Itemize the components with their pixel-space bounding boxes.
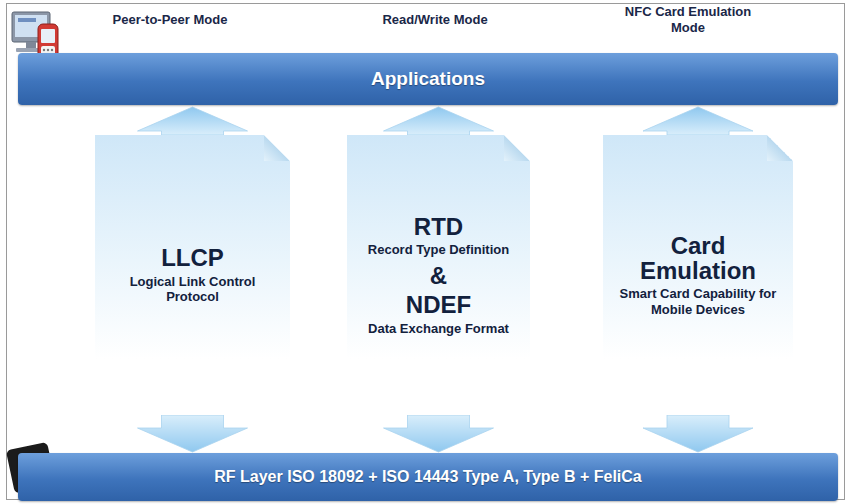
folded-corner [264, 135, 290, 161]
mode-label: Peer-to-Peer Mode [100, 12, 240, 28]
arrow-shape [384, 107, 494, 135]
protocol-title: LLCP [161, 245, 224, 270]
protocol-document: LLCP Logical Link Control Protocol [95, 135, 290, 415]
protocol-document: Card EmulationSmart Card Capability for … [603, 135, 793, 415]
protocol-subtitle: Logical Link Control Protocol [105, 274, 280, 305]
block-arrow [643, 415, 753, 452]
mode-label: Read/Write Mode [370, 12, 500, 28]
protocol-title: Card Emulation [613, 233, 783, 283]
application-band: Applications [18, 53, 838, 105]
protocol-subtitle: Smart Card Capability for Mobile Devices [613, 286, 783, 317]
arrow-shape [643, 415, 753, 452]
folded-corner [767, 135, 793, 161]
rf-layer-band: RF Layer ISO 18092 + ISO 14443 Type A, T… [18, 453, 838, 501]
protocol-subtitle: Record Type Definition [368, 242, 509, 258]
protocol-document: RTD Record Type Definition &NDEF Data Excha… [347, 135, 530, 415]
protocol-subtitle: Data Exchange Format [368, 321, 509, 337]
band-label: Applications [371, 68, 485, 90]
mode-label: NFC Card Emulation Mode [622, 4, 754, 37]
arrow-shape [138, 415, 248, 452]
arrow-shape [643, 107, 753, 135]
band-label: RF Layer ISO 18092 + ISO 14443 Type A, T… [214, 468, 641, 486]
protocol-title: & [430, 262, 447, 291]
block-arrow [384, 415, 494, 452]
protocol-title: NDEF [406, 292, 471, 317]
block-arrow [643, 107, 753, 135]
arrow-shape [138, 107, 248, 135]
arrow-shape [384, 415, 494, 452]
block-arrow [384, 107, 494, 135]
protocol-title: RTD [414, 214, 463, 239]
block-arrow [138, 107, 248, 135]
block-arrow [138, 415, 248, 452]
folded-corner [504, 135, 530, 161]
